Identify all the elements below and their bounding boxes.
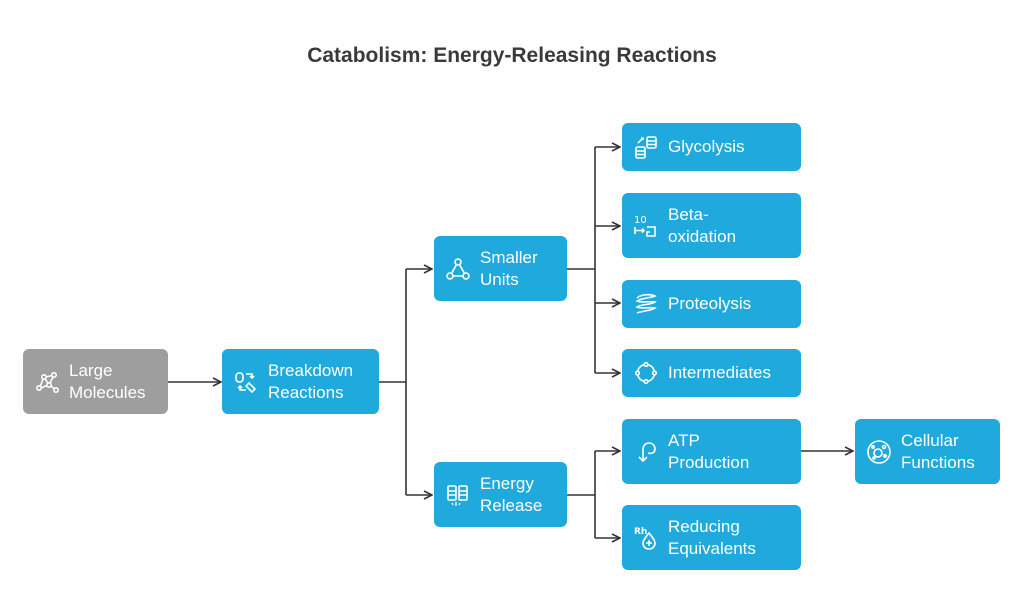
node-label: Proteolysis	[668, 294, 752, 313]
node-reducing-equivalents: Rh Reducing Equivalents	[622, 505, 801, 570]
triangle-nodes-icon	[444, 255, 472, 283]
node-cellular-functions: Cellular Functions	[855, 419, 1000, 484]
node-label: ATP Production	[668, 430, 750, 472]
node-beta-oxidation: 10 Beta- oxidation	[622, 193, 801, 258]
edge-breakdown-split	[379, 269, 407, 495]
diagram-title: Catabolism: Energy-Releasing Reactions	[307, 44, 717, 67]
reaction-cycle-icon	[232, 368, 260, 396]
battery-bars-icon	[444, 481, 472, 509]
node-label: Energy Release	[480, 473, 543, 515]
node-label: Reducing Equivalents	[668, 516, 756, 558]
edge-smaller-split	[567, 147, 596, 373]
node-glycolysis: Glycolysis	[622, 123, 801, 171]
node-breakdown-reactions: Breakdown Reactions	[222, 349, 379, 414]
svg-text:10: 10	[634, 215, 647, 226]
atp-arrow-icon	[632, 438, 660, 466]
node-label: Cellular Functions	[901, 430, 975, 472]
ring-cycle-icon	[632, 359, 660, 387]
electron-drop-icon: Rh	[632, 524, 660, 552]
node-large-molecules: Large Molecules	[23, 349, 168, 414]
node-label: Large Molecules	[69, 360, 146, 402]
node-intermediates: Intermediates	[622, 349, 801, 397]
protein-fold-icon	[632, 290, 660, 318]
node-smaller-units: Smaller Units	[434, 236, 567, 301]
node-label: Breakdown Reactions	[268, 360, 354, 402]
node-proteolysis: Proteolysis	[622, 280, 801, 328]
molecule-network-icon	[33, 368, 61, 396]
node-atp-production: ATP Production	[622, 419, 801, 484]
cell-icon	[865, 438, 893, 466]
sugar-chain-icon	[632, 133, 660, 161]
node-label: Smaller Units	[480, 247, 538, 289]
node-label: Intermediates	[668, 363, 771, 382]
node-energy-release: Energy Release	[434, 462, 567, 527]
fatty-acid-icon: 10	[632, 212, 660, 240]
node-label: Glycolysis	[668, 137, 745, 156]
svg-text:Rh: Rh	[634, 527, 647, 537]
node-label: Beta- oxidation	[668, 204, 737, 246]
edge-energy-split	[567, 451, 596, 538]
